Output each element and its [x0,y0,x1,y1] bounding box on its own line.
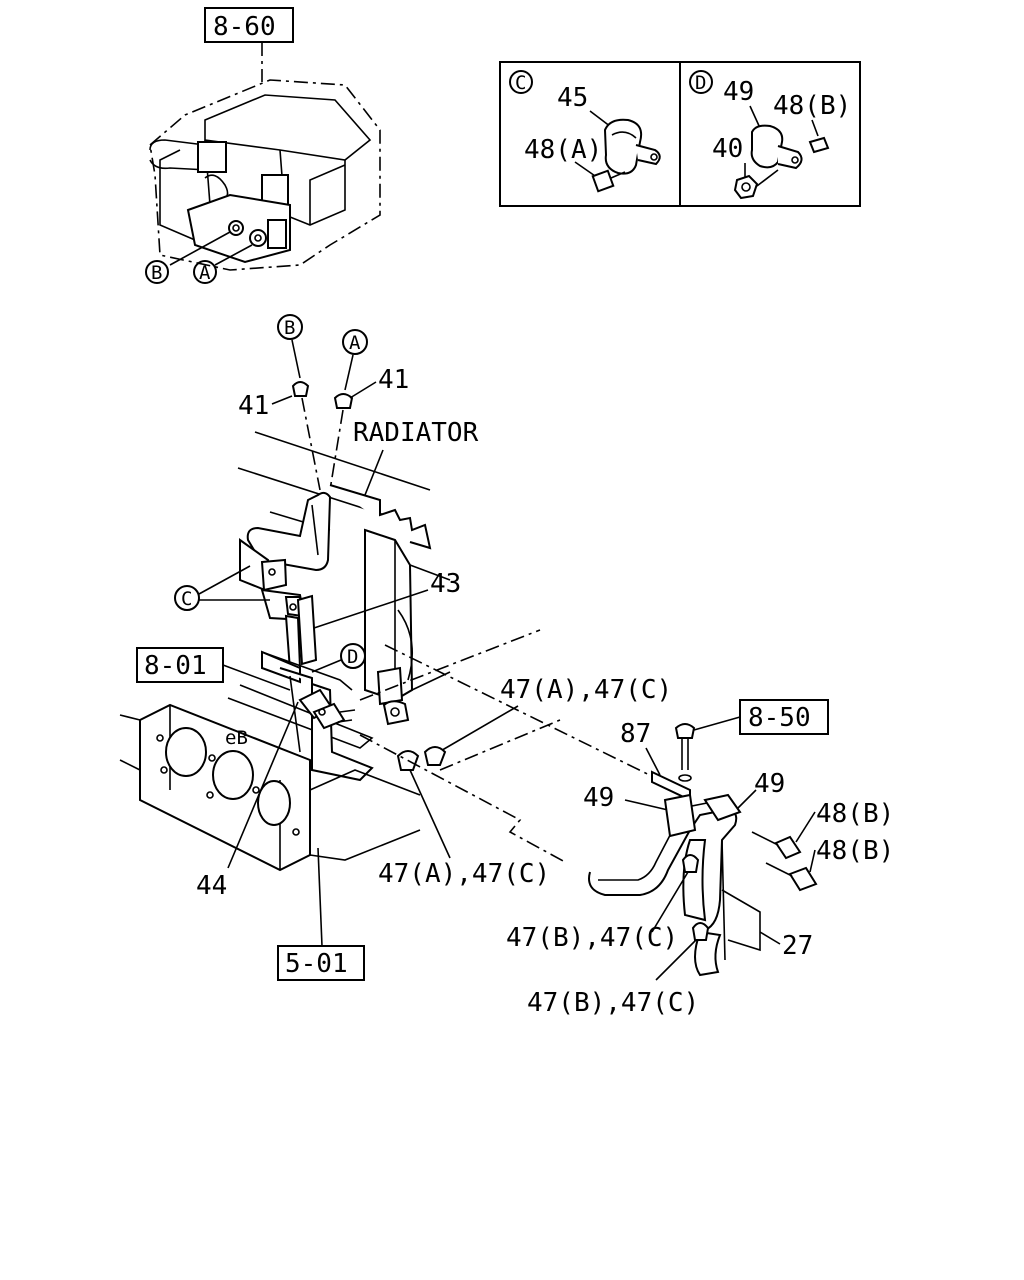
part-49-detail-label: 49 [723,77,754,107]
hose-clamp-47b-lower-icon [691,922,710,941]
part-48b-detail-label: 48(B) [773,91,851,121]
detail-c-marker-label: C [515,72,526,94]
ref-label-8-60: 8-60 [213,12,276,42]
ref-label-8-01: 8-01 [144,651,207,681]
part-48a-label: 48(A) [524,135,602,165]
clamp-45-icon [603,118,643,175]
part-27-label: 27 [782,931,813,961]
callout-circle-c-main [174,585,200,611]
part-48b-lower-label: 48(B) [816,836,894,866]
hose-clamp-41-left-icon [291,381,310,397]
main-assembly: B A 41 41 RADIATOR [119,314,894,1018]
callout-a-main-label: A [349,332,361,354]
part-47ac-lower-label: 47(A),47(C) [378,859,550,889]
callout-b-top-label: B [151,262,162,284]
bolt-48b-upper-icon [774,835,802,860]
callout-circle-d-main [340,643,366,669]
part-49-left-label: 49 [583,783,614,813]
bolt-48b-detail-icon [808,136,830,154]
hose-clamp-47-upper-icon [423,746,447,766]
clamp-49-icon [750,124,784,169]
bolt-48a-icon [591,169,615,193]
part-47bc-lower-label: 47(B),47(C) [527,988,699,1018]
part-49-right-label: 49 [754,769,785,799]
ref-box-8-50[interactable] [739,699,829,735]
ref-label-5-01: 5-01 [285,949,348,979]
hose-clamp-41-right-icon [333,393,354,409]
callout-circle-b-top [145,260,169,284]
nut-40-icon [733,174,759,200]
callout-b-main-label: B [284,317,295,339]
callout-d-main-label: D [347,646,358,668]
part-40-label: 40 [712,134,743,164]
callout-circle-a-top [193,260,217,284]
heater-unit: 8-60 B A [145,7,381,284]
detail-c-marker [509,70,533,94]
bolt-8-50-icon [674,723,696,739]
detail-panel: C 45 48(A) D 49 48(B) 40 [499,61,861,207]
part-43-label: 43 [430,569,461,599]
detail-d-marker [689,70,713,94]
part-44-label: 44 [196,871,227,901]
embossed-mark: eB [225,727,248,749]
callout-circle-b-main [277,314,303,340]
ref-box-8-60[interactable] [204,7,294,43]
part-87-label: 87 [620,719,651,749]
part-41-right-label: 41 [378,365,409,395]
callout-circle-a-main [342,329,368,355]
part-47bc-upper-label: 47(B),47(C) [506,923,678,953]
part-48b-upper-label: 48(B) [816,799,894,829]
ref-label-8-50: 8-50 [748,703,811,733]
callout-a-top-label: A [199,262,211,284]
radiator-label: RADIATOR [353,418,479,448]
part-45-label: 45 [557,83,588,113]
part-47ac-upper-label: 47(A),47(C) [500,675,672,705]
hose-clamp-47b-upper-icon [681,854,700,873]
bolt-48b-lower-icon [788,866,818,892]
part-41-left-label: 41 [238,391,269,421]
detail-d-marker-label: D [695,72,706,94]
callout-c-main-label: C [181,588,192,610]
ref-box-5-01[interactable] [277,945,365,981]
